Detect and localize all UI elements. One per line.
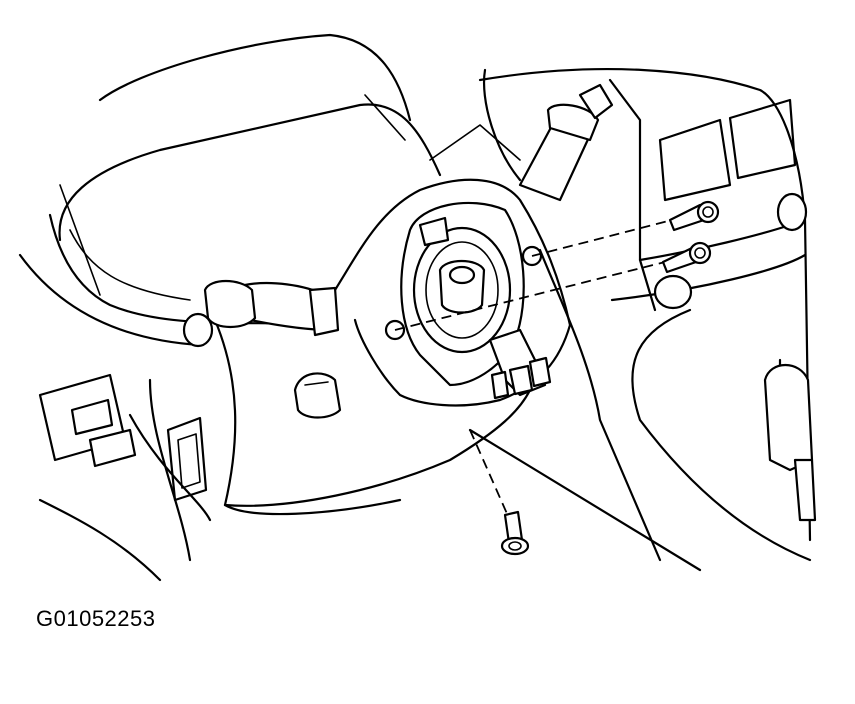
screw-bottom: [500, 510, 530, 556]
left-switch-panel: [38, 373, 212, 582]
dashboard-outline: [18, 33, 522, 347]
turn-signal-switch-lever: [182, 279, 340, 348]
screw-upper-right-1: [668, 200, 720, 232]
wiper-switch-lever: [518, 83, 614, 202]
steering-column-cover-diagram: [18, 33, 817, 582]
steering-column-lower-cover: [213, 178, 702, 572]
spiral-cable-clock-spring: [384, 201, 552, 400]
screw-alignment-lines: [394, 217, 681, 526]
center-console: [478, 68, 817, 562]
screw-upper-right-2: [661, 241, 712, 274]
figure-code-label: G01052253: [36, 606, 156, 631]
